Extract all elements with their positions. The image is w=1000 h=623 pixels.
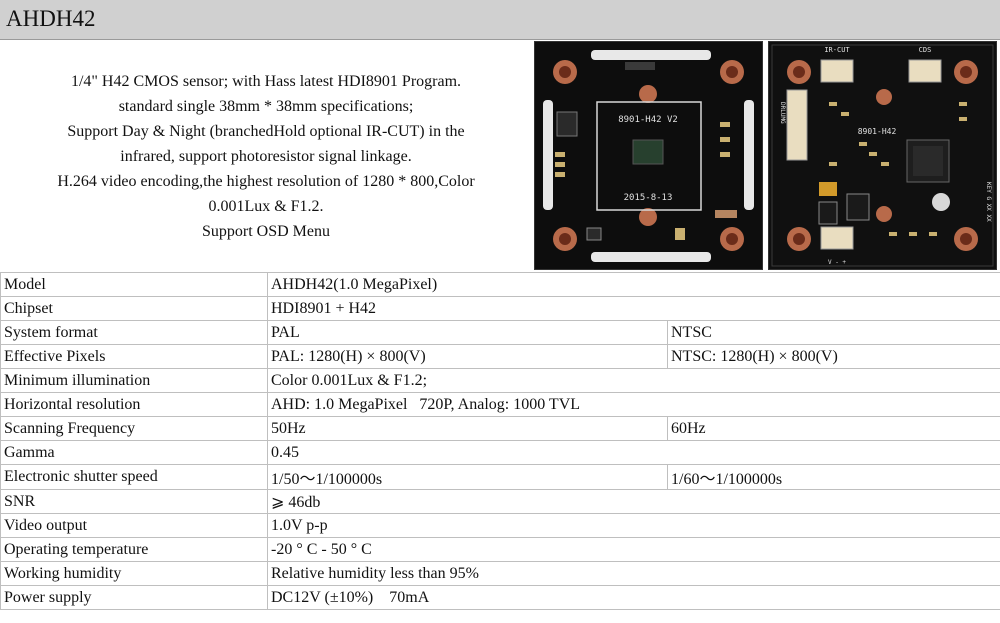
spec-label: SNR [0, 489, 268, 514]
description-line: H.264 video encoding,the highest resolut… [57, 172, 475, 190]
table-row: System format PAL NTSC [0, 320, 1000, 345]
back-chip-label: 8901-H42 [858, 127, 897, 136]
spec-label: Model [0, 272, 268, 297]
spec-value: -20 ° C - 50 ° C [266, 537, 1000, 562]
spec-label: Operating temperature [0, 537, 268, 562]
spec-label: Effective Pixels [0, 344, 268, 369]
header-bar: AHDH42 [0, 0, 1000, 40]
spec-value: Relative humidity less than 95% [266, 561, 1000, 586]
spec-label: Scanning Frequency [0, 416, 268, 441]
side-label: DRLUMG [779, 102, 786, 124]
spec-value: AHD: 1.0 MegaPixel 720P, Analog: 1000 TV… [266, 392, 1000, 417]
spec-value: 0.45 [266, 440, 1000, 465]
spec-value-pal: 1/50～1/100000s [267, 464, 668, 490]
board-date-label: 2015-8-13 [624, 193, 673, 203]
spec-value-pal: PAL [267, 320, 668, 345]
spec-value: DC12V (±10%) 70mA [266, 585, 1000, 610]
description-line: 1/4" H42 CMOS sensor; with Hass latest H… [70, 72, 462, 90]
description-line: infrared, support photoresistor signal l… [120, 147, 412, 165]
spec-value-ntsc: NTSC [666, 320, 1000, 345]
spec-label: Chipset [0, 296, 268, 321]
table-row: Minimum illumination Color 0.001Lux & F1… [0, 368, 1000, 393]
board-front-photo: 8901-H42 V2 2015-8-13 [534, 41, 763, 270]
spec-label: Electronic shutter speed [0, 464, 268, 490]
spec-label: System format [0, 320, 268, 345]
description-line: Support Day & Night (branchedHold option… [67, 122, 465, 140]
spec-value: HDI8901 + H42 [266, 296, 1000, 321]
table-row: Effective Pixels PAL: 1280(H) × 800(V) N… [0, 344, 1000, 369]
spec-value-ntsc: NTSC: 1280(H) × 800(V) [666, 344, 1000, 369]
table-row: Electronic shutter speed 1/50～1/100000s … [0, 464, 1000, 490]
description-line: Support OSD Menu [201, 222, 330, 240]
table-row: Working humidity Relative humidity less … [0, 561, 1000, 586]
table-row: Model AHDH42(1.0 MegaPixel) [0, 272, 1000, 297]
spec-value-pal: PAL: 1280(H) × 800(V) [267, 344, 668, 369]
spec-table: Model AHDH42(1.0 MegaPixel) Chipset HDI8… [0, 272, 1000, 610]
spec-value: ⩾ 46db [266, 489, 1000, 514]
board-back-photo: IR-CUT CDS DRLUMG V - + KEY G XX XX 8901… [768, 41, 997, 270]
spec-value: Color 0.001Lux & F1.2; [266, 368, 1000, 393]
spec-value: 1.0V p-p [266, 513, 1000, 538]
product-title: AHDH42 [6, 6, 96, 31]
key-pin-label: KEY G XX XX [985, 182, 992, 222]
spec-label: Power supply [0, 585, 268, 610]
table-row: Operating temperature -20 ° C - 50 ° C [0, 537, 1000, 562]
cds-label: CDS [919, 46, 932, 54]
table-row: Scanning Frequency 50Hz 60Hz [0, 416, 1000, 441]
table-row: Gamma 0.45 [0, 440, 1000, 465]
board-chip-label: 8901-H42 V2 [618, 115, 678, 125]
table-row: Power supply DC12V (±10%) 70mA [0, 585, 1000, 610]
spec-value: AHDH42(1.0 MegaPixel) [266, 272, 1000, 297]
product-description: 1/4" H42 CMOS sensor; with Hass latest H… [0, 40, 532, 272]
power-pin-label: V - + [828, 259, 846, 266]
spec-value-ntsc: 1/60～1/100000s [666, 464, 1000, 490]
spec-label: Minimum illumination [0, 368, 268, 393]
spec-label: Video output [0, 513, 268, 538]
table-row: Video output 1.0V p-p [0, 513, 1000, 538]
spec-value-pal: 50Hz [267, 416, 668, 441]
spec-label: Horizontal resolution [0, 392, 268, 417]
table-row: Chipset HDI8901 + H42 [0, 296, 1000, 321]
spec-value-ntsc: 60Hz [666, 416, 1000, 441]
spec-label: Working humidity [0, 561, 268, 586]
description-line: standard single 38mm * 38mm specificatio… [118, 97, 414, 115]
table-row: SNR ⩾ 46db [0, 489, 1000, 514]
table-row: Horizontal resolution AHD: 1.0 MegaPixel… [0, 392, 1000, 417]
description-line: 0.001Lux & F1.2. [208, 197, 324, 215]
spec-label: Gamma [0, 440, 268, 465]
ircut-label: IR-CUT [824, 46, 850, 54]
